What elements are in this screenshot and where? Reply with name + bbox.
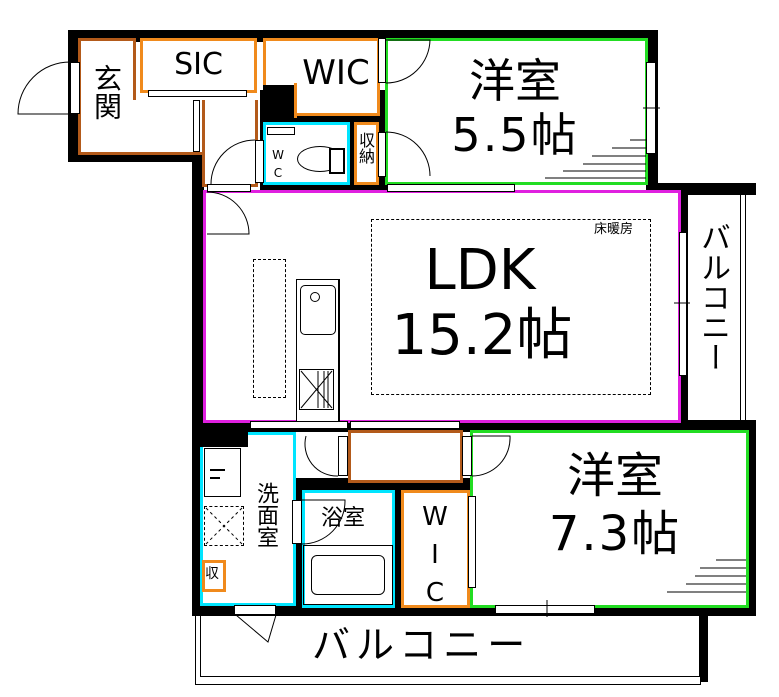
label-balcony-bottom: バルコニー [312, 623, 532, 667]
label-bathroom: 浴室 [321, 506, 366, 531]
label-wic-bottom: WIC [420, 502, 450, 616]
label-bedroom-1-name: 洋室 [469, 54, 561, 108]
bedroom2-bottom-window [495, 605, 595, 614]
label-bedroom-2-name: 洋室 [566, 448, 663, 504]
label-ldk-name: LDK [424, 238, 536, 303]
ldk-bottom-left-door [250, 421, 348, 429]
label-storage-small: 収 [205, 566, 219, 582]
label-wc: WC [271, 148, 285, 184]
wic-top-notch-line [294, 83, 297, 118]
wic-top-notch [263, 85, 296, 121]
washbasin-icon [204, 448, 241, 497]
counter-outline [253, 259, 286, 398]
wall-step [192, 150, 204, 190]
balcony-bottom-rail [200, 616, 700, 677]
washing-machine-area [204, 506, 244, 546]
room-wic-bottom [401, 490, 470, 608]
entrance-door-panel [70, 62, 80, 114]
drain-icon [310, 292, 320, 302]
bathroom-door [292, 500, 302, 544]
label-bedroom-1-size: 5.5帖 [451, 108, 579, 162]
washroom-notch [192, 425, 248, 447]
washroom-bottom-door [234, 605, 276, 615]
label-wic-top: WIC [302, 53, 370, 93]
balcony-bottom [195, 616, 701, 685]
wall-right-bottom [746, 420, 756, 616]
bedroom1-door-panel-b [378, 132, 386, 177]
room-storage-small [202, 560, 226, 592]
label-floor-heating: 床暖房 [594, 222, 634, 237]
sink-icon [300, 285, 336, 335]
room-hall-corridor [202, 100, 258, 187]
bedroom1-window [646, 62, 656, 154]
wc-tank [267, 127, 295, 135]
closet-door-right [462, 436, 472, 476]
label-balcony-side: バルコニー [695, 222, 730, 372]
balcony-side-rail [740, 195, 746, 420]
floor-heating-area [371, 219, 651, 395]
ldk-top-door [207, 184, 251, 192]
wc-door-panel [255, 140, 264, 183]
label-storage-top: 収納 [356, 132, 375, 164]
toilet-seat-icon [329, 148, 345, 174]
hall-sliding-door [193, 100, 200, 152]
room-storage-top [354, 122, 379, 185]
wic-bottom-door [468, 496, 476, 588]
bathtub-inner-icon [311, 555, 385, 595]
ldk-balcony-window [679, 232, 687, 376]
label-washroom: 洗面室 [253, 482, 278, 548]
bedroom1-door-panel-a [378, 38, 386, 83]
room-ldk [203, 190, 681, 423]
bathtub-icon [303, 545, 393, 605]
wall-balcony-end [700, 604, 708, 682]
label-sic: SIC [174, 47, 223, 82]
closet-door-left [338, 436, 348, 476]
sic-sliding-door [148, 90, 247, 97]
ldk-bottom-right-door [350, 421, 460, 429]
label-entrance: 玄関 [90, 64, 123, 120]
label-ldk-size: 15.2帖 [391, 303, 573, 368]
room-bedroom-2 [470, 430, 749, 608]
stove-icon [299, 369, 334, 410]
bedroom1-bottom-slider [387, 184, 515, 192]
room-closet-middle [348, 430, 463, 483]
label-bedroom-2-size: 7.3帖 [548, 506, 682, 562]
